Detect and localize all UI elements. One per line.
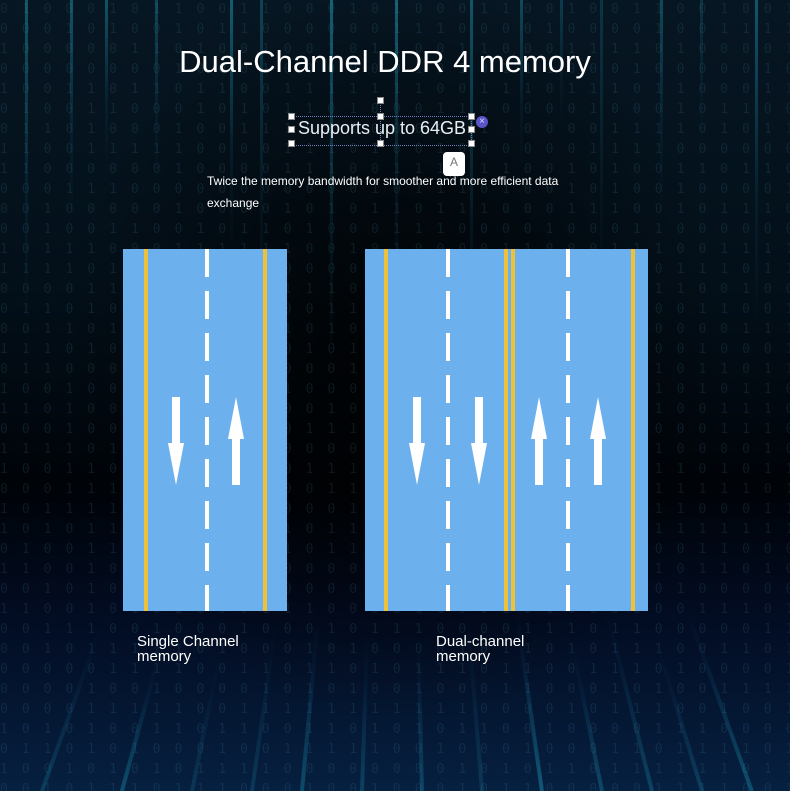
arrow-up-icon <box>590 397 606 485</box>
light-streak <box>105 0 108 169</box>
subtitle-text[interactable]: Supports up to 64GB <box>297 118 467 138</box>
selection-guide <box>380 103 381 144</box>
light-streak <box>70 0 73 221</box>
light-streak <box>604 611 654 791</box>
arrow-up-icon <box>228 397 244 485</box>
arrow-up-icon <box>531 397 547 485</box>
text-format-icon[interactable]: A ··· <box>443 152 465 181</box>
single-channel-road-image <box>123 249 287 611</box>
light-streak <box>660 0 663 205</box>
rotate-handle[interactable] <box>377 97 384 104</box>
light-streak <box>360 635 370 791</box>
dual-channel-caption[interactable]: Dual-channel memory <box>436 634 524 664</box>
resize-handle-bottom[interactable] <box>377 140 384 147</box>
close-circle-icon[interactable]: × <box>476 116 488 128</box>
light-streak <box>570 646 604 791</box>
caption-line: memory <box>436 648 491 665</box>
caption-line: memory <box>137 648 192 665</box>
font-tool-label: A <box>449 155 458 169</box>
lane-divider <box>446 249 450 611</box>
font-tool-dots: ··· <box>449 172 460 181</box>
road-center-line <box>504 249 508 611</box>
resize-handle-bottom-right[interactable] <box>468 140 475 147</box>
resize-handle-left[interactable] <box>288 126 295 133</box>
light-streak <box>300 616 321 791</box>
single-channel-caption[interactable]: Single Channel memory <box>137 634 239 664</box>
resize-handle-top[interactable] <box>377 113 384 120</box>
road-center-line <box>511 249 515 611</box>
light-streak <box>120 656 161 791</box>
road-edge-line <box>384 249 388 611</box>
lane-divider <box>205 249 209 611</box>
page-title[interactable]: Dual-Channel DDR 4 memory <box>179 44 591 79</box>
resize-handle-top-right[interactable] <box>468 113 475 120</box>
description-text[interactable]: Twice the memory bandwidth for smoother … <box>207 174 559 210</box>
arrow-down-icon <box>168 397 184 485</box>
road-edge-line <box>263 249 267 611</box>
light-streak <box>155 0 158 184</box>
dual-channel-road-image <box>365 249 648 611</box>
light-streak <box>684 607 754 791</box>
road-edge-line <box>144 249 148 611</box>
resize-handle-top-left[interactable] <box>288 113 295 120</box>
arrow-down-icon <box>409 397 425 485</box>
light-streak <box>40 620 105 791</box>
light-streak <box>250 622 278 791</box>
resize-handle-right[interactable] <box>468 126 475 133</box>
road-edge-line <box>631 249 635 611</box>
arrow-down-icon <box>471 397 487 485</box>
light-streak <box>520 0 523 172</box>
caption-line: Single Channel <box>137 633 239 650</box>
resize-handle-bottom-left[interactable] <box>288 140 295 147</box>
light-streak <box>190 654 222 791</box>
caption-line: Dual-channel <box>436 633 525 650</box>
light-streak <box>654 642 704 791</box>
light-streak <box>416 642 424 791</box>
lane-divider <box>566 249 570 611</box>
